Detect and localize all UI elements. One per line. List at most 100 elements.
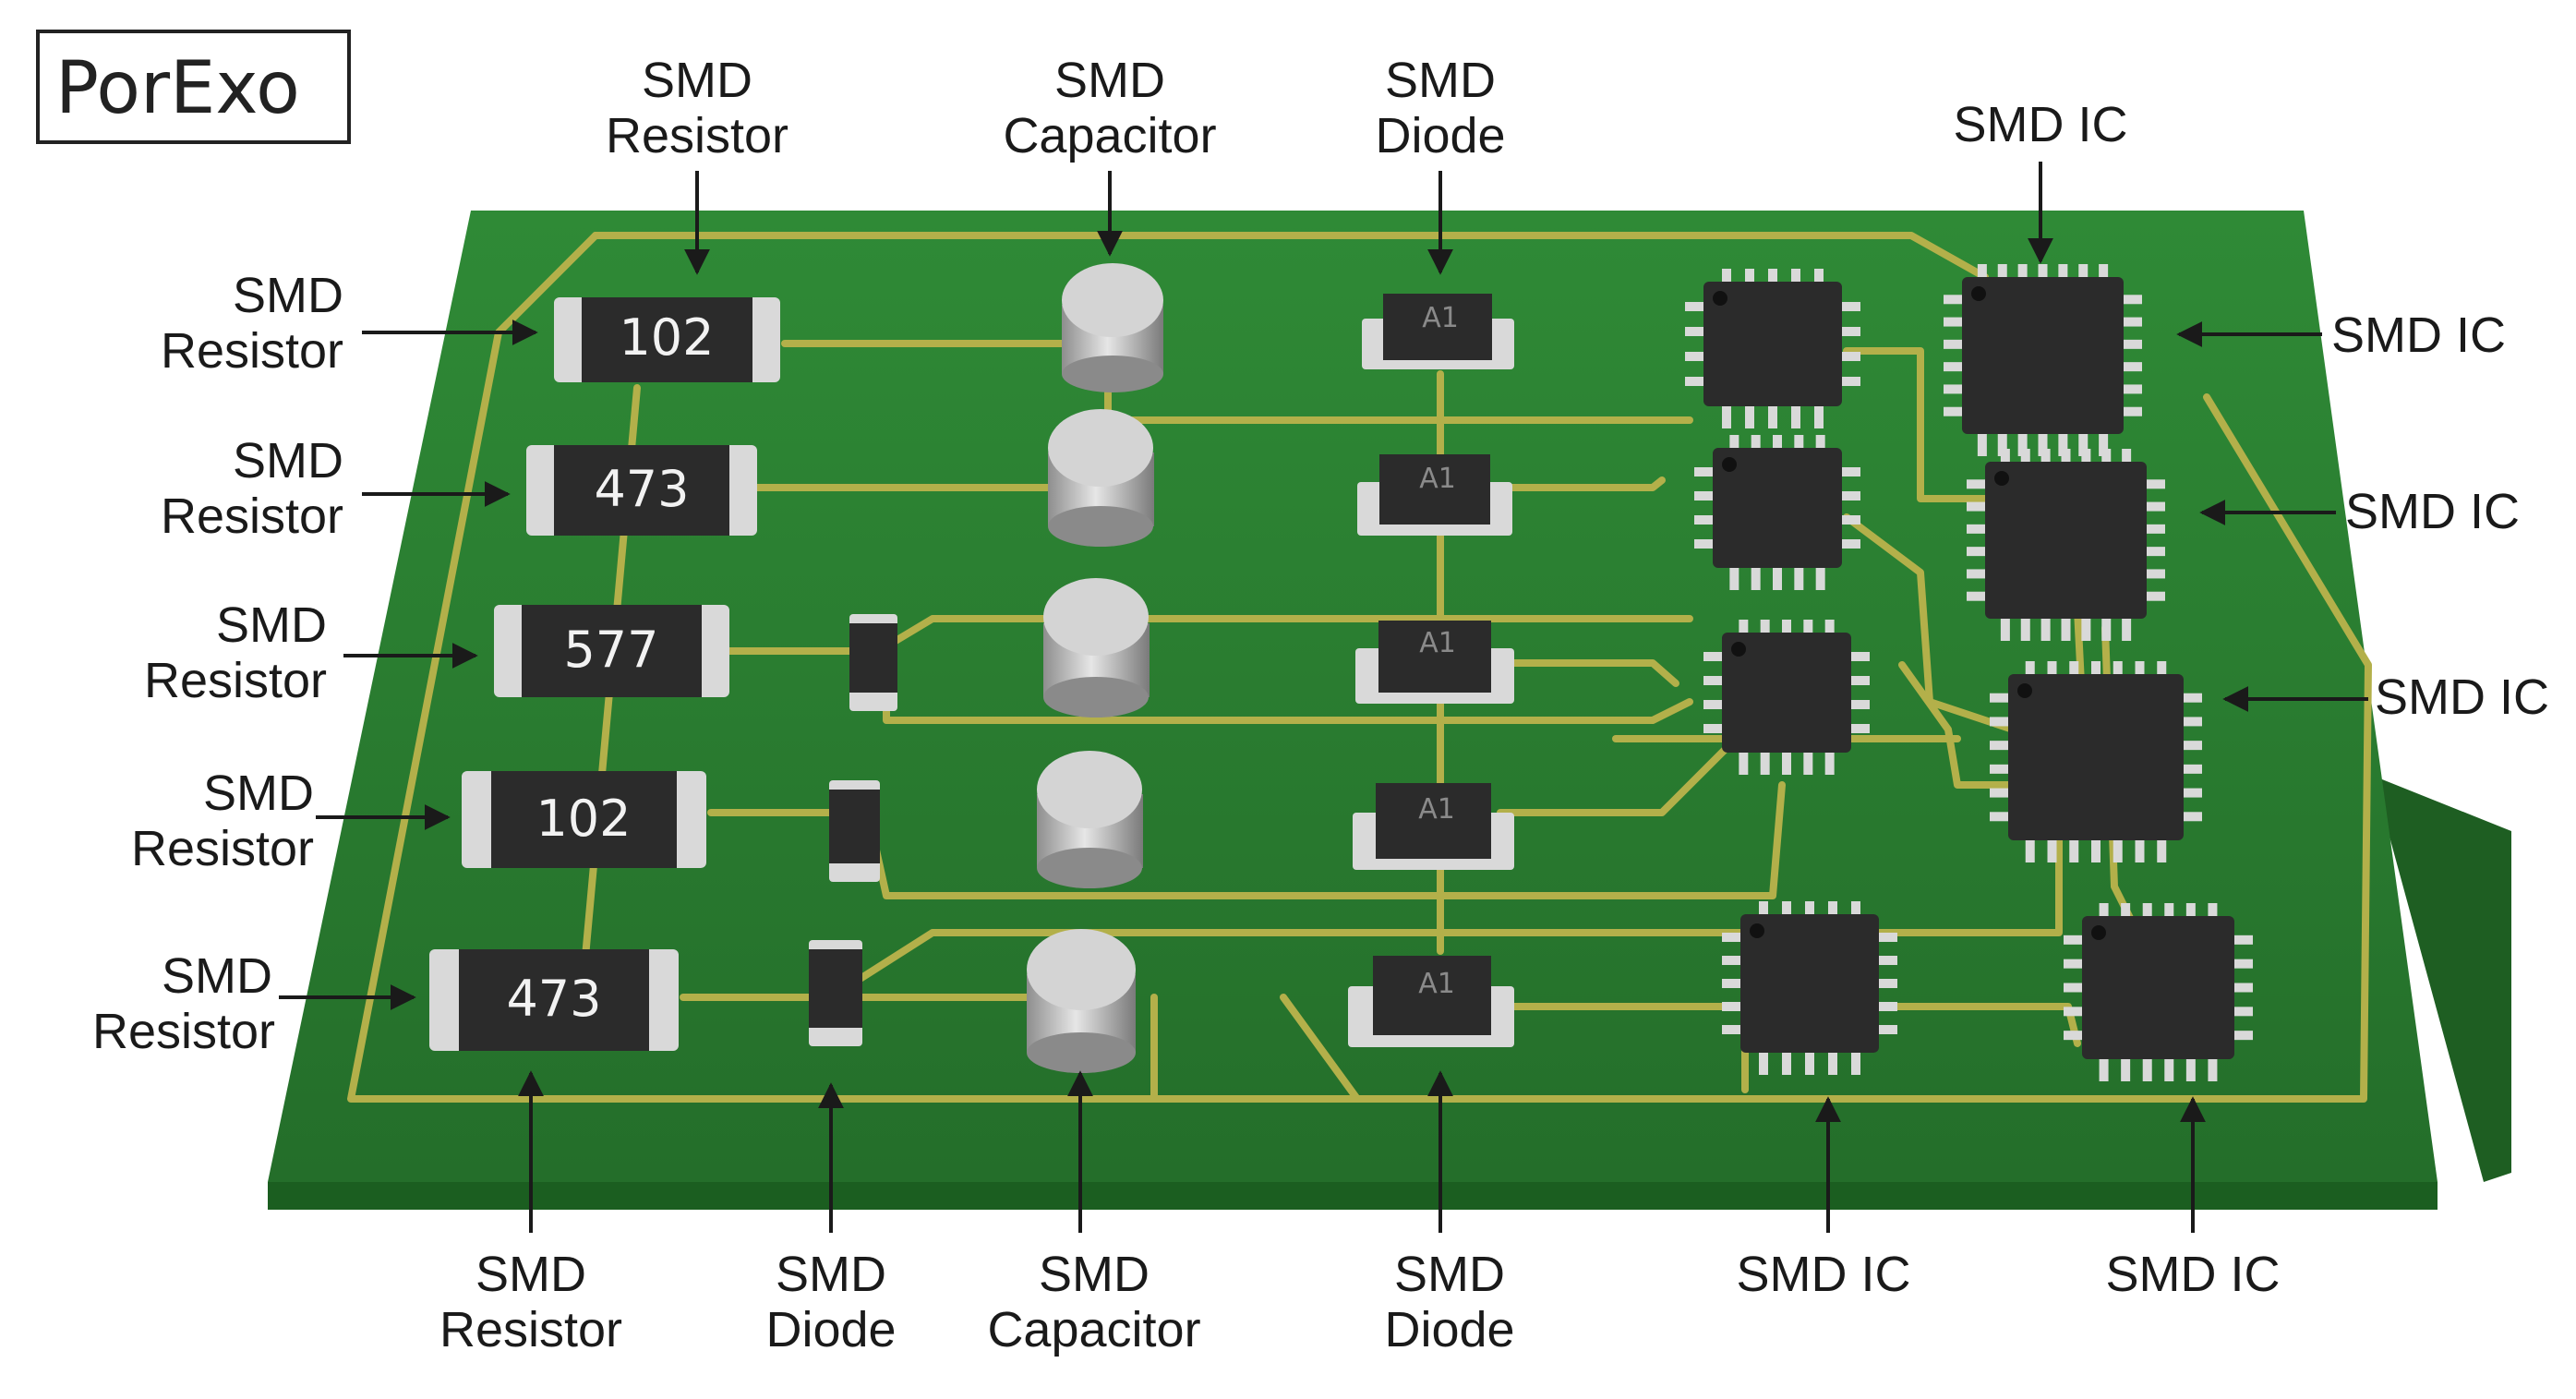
ic-pin [1703, 652, 1724, 661]
ic-pin [1967, 479, 1987, 489]
ic-pin [1824, 751, 1835, 775]
ic-body [1740, 914, 1879, 1053]
ic-pin [1685, 377, 1705, 386]
ic-pin [1944, 317, 1964, 327]
ic-pin [1877, 1025, 1897, 1034]
ic-pin [1722, 269, 1731, 283]
ic-pin [2040, 449, 2051, 464]
ic-pin [2145, 524, 2165, 534]
left-label-2-l1: SMD [233, 433, 343, 488]
capacitor-2 [1048, 409, 1154, 547]
diode-5-marking: A1 [1418, 968, 1455, 1000]
ic-body [1985, 462, 2147, 619]
ic-pin [2164, 1057, 2174, 1081]
ic-pin [2099, 1057, 2109, 1081]
resistor-5-marking: 473 [506, 970, 601, 1028]
ic-pin [2233, 983, 2253, 993]
ic-pin [1729, 566, 1739, 590]
diode-2-marking: A1 [1419, 463, 1456, 495]
ic-pin [2081, 449, 2091, 464]
left-label-3-l1: SMD [216, 597, 327, 653]
ic-pin [2064, 935, 2084, 945]
diode-2: A1 [1357, 454, 1512, 536]
ic-pin [1694, 539, 1715, 549]
ic-pin [1703, 724, 1724, 733]
ic-pin [1739, 751, 1749, 775]
resistor-3-marking: 577 [563, 621, 658, 679]
ic-pin [1794, 566, 1804, 590]
diode-5: A1 [1348, 956, 1514, 1047]
ic-pin [2164, 903, 2174, 918]
ic-pin [1722, 956, 1742, 965]
ic-pin [2081, 617, 2091, 641]
top-label-resistor-l1: SMD [642, 53, 752, 108]
ic-pin [1815, 566, 1825, 590]
ic-pin [2182, 741, 2202, 751]
ic-pin [1851, 901, 1860, 916]
left-labels: SMD Resistor SMD Resistor SMD Resistor S… [92, 268, 343, 1059]
ic-pin [1759, 1051, 1768, 1075]
ic-pin [1694, 491, 1715, 501]
ic-pin [1877, 933, 1897, 942]
ic-7 [1722, 901, 1897, 1075]
ic-pin [2113, 661, 2123, 676]
ic-pin [1840, 515, 1860, 525]
ic-pin [1840, 377, 1860, 386]
ic-pin [2122, 362, 2142, 372]
ic-pin1-marker [1713, 291, 1727, 306]
ic-pin [1849, 676, 1870, 685]
ic-pin [1768, 269, 1777, 283]
diode-4: A1 [1353, 783, 1514, 870]
ic-pin [2185, 1057, 2196, 1081]
ic-pin [1791, 404, 1800, 428]
ic-pin [1703, 700, 1724, 709]
ic-body [1713, 448, 1842, 568]
ic-pin [2078, 264, 2088, 279]
ic-pin [1805, 1051, 1814, 1075]
ic-pin [1849, 700, 1870, 709]
top-labels: SMD Resistor SMD Capacitor SMD Diode SMD… [606, 53, 2128, 163]
ic-pin [2064, 983, 2084, 993]
top-label-ic: SMD IC [1954, 97, 2128, 152]
right-labels: SMD IC SMD IC SMD IC [2331, 308, 2549, 725]
bottom-label-capacitor-l1: SMD [1039, 1247, 1150, 1302]
ic-pin1-marker [1750, 923, 1764, 938]
ic-pin [2182, 812, 2202, 822]
top-label-capacitor-l2: Capacitor [1003, 108, 1216, 163]
small-diode-3 [809, 940, 862, 1046]
ic-pin [2157, 838, 2167, 862]
small-diodes [809, 614, 897, 1046]
ic-pin [2064, 959, 2084, 969]
left-label-5-l1: SMD [162, 948, 272, 1004]
right-label-3: SMD IC [2375, 669, 2549, 725]
ic-body [1722, 633, 1851, 753]
ic-pin [2000, 449, 2010, 464]
bottom-label-resistor-l2: Resistor [439, 1302, 622, 1357]
ic-pin [1849, 652, 1870, 661]
ic-pin [1803, 751, 1813, 775]
ic-pin [2000, 617, 2010, 641]
ic-pin [1803, 620, 1813, 634]
capacitor-4 [1037, 751, 1143, 888]
ic-pin [1967, 569, 1987, 579]
ic-pin [1794, 435, 1804, 450]
ic-8 [2064, 903, 2253, 1081]
ic-pin [1722, 933, 1742, 942]
ic-pin [1828, 1051, 1837, 1075]
ic-2 [1944, 264, 2142, 456]
diode-3-marking: A1 [1419, 627, 1456, 659]
ic-pin [2182, 717, 2202, 727]
ic-pin [2145, 547, 2165, 557]
capacitor-1 [1062, 263, 1163, 392]
ic-pin [1773, 435, 1782, 450]
capacitor-3 [1043, 578, 1150, 718]
ic-pin [1773, 566, 1782, 590]
resistors: 102 473 577 102 473 [429, 297, 780, 1051]
ic-pin [1791, 269, 1800, 283]
diode-1-marking: A1 [1422, 302, 1459, 334]
ic-pin [2145, 591, 2165, 601]
ic-pin1-marker [1731, 642, 1746, 657]
ic-pin [1782, 620, 1791, 634]
ic-pin [1967, 501, 1987, 512]
